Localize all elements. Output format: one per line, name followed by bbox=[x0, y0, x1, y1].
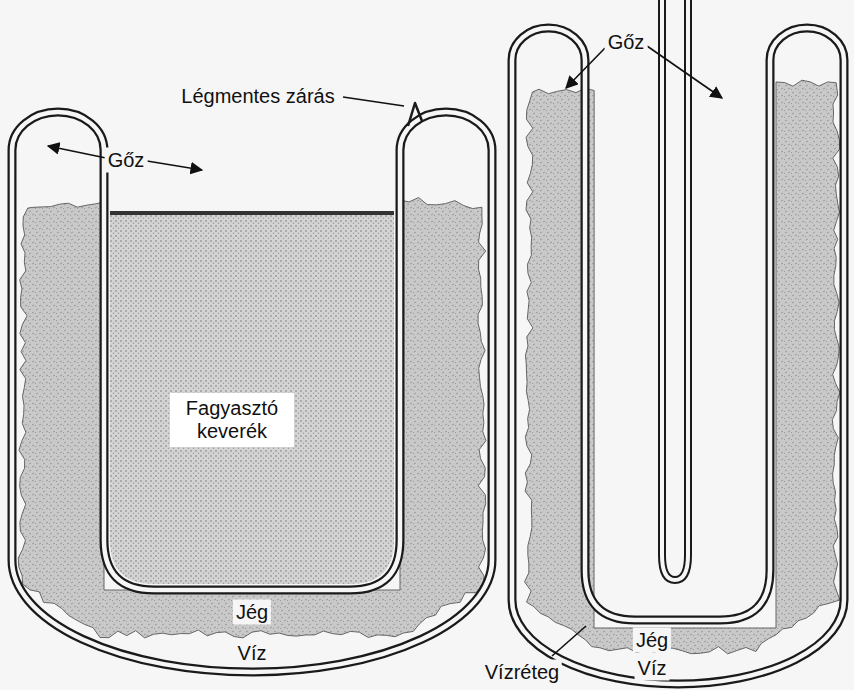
vapor-arrow bbox=[147, 161, 202, 170]
freezing-mixture-label: Fagyasztó keverék bbox=[170, 393, 294, 447]
water-label: Víz bbox=[635, 656, 670, 681]
mixture-surface bbox=[110, 211, 394, 215]
right-vessel-glass bbox=[512, 0, 844, 684]
ice-label: Jég bbox=[233, 600, 271, 625]
vapor-arrow bbox=[48, 146, 106, 158]
water-layer-leader bbox=[552, 626, 586, 656]
water-layer-label: Vízréteg bbox=[482, 660, 562, 685]
vapor-arrow bbox=[566, 48, 605, 88]
ice-label: Jég bbox=[633, 628, 671, 653]
left-vessel-glass bbox=[12, 103, 492, 672]
seal-leader bbox=[343, 97, 404, 106]
vapor-label: Gőz bbox=[105, 148, 148, 173]
ice-shell bbox=[18, 198, 486, 638]
vapor-arrow bbox=[647, 46, 722, 98]
vapor-label: Gőz bbox=[605, 30, 648, 55]
water-label: Víz bbox=[235, 641, 270, 666]
ice-layer bbox=[18, 80, 840, 654]
seal-label: Légmentes zárás bbox=[178, 84, 337, 109]
leader-lines bbox=[48, 46, 722, 656]
freezing-mixture bbox=[110, 212, 394, 584]
ice-shell bbox=[525, 80, 840, 654]
